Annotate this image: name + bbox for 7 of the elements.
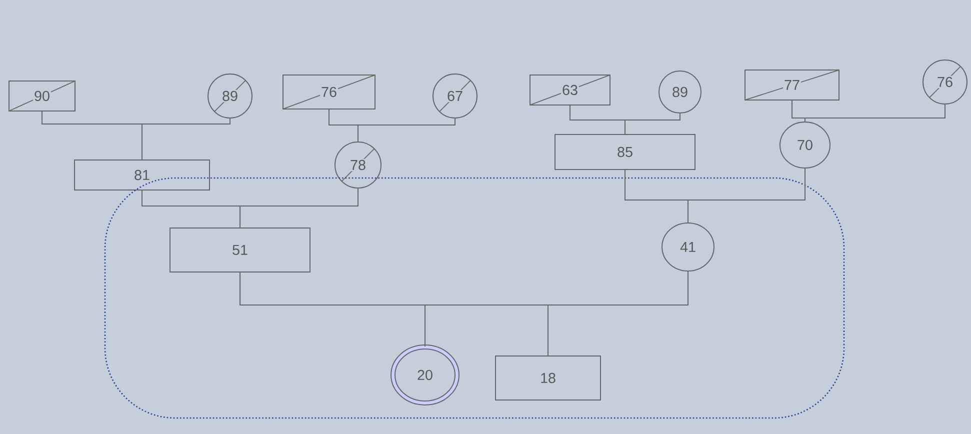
connector-line (548, 271, 688, 356)
connector-line (358, 118, 456, 142)
connector-line (240, 188, 358, 228)
connector-line (624, 113, 680, 134)
connector-line (688, 168, 806, 223)
connector-line (142, 118, 230, 160)
connector-line (804, 104, 946, 122)
